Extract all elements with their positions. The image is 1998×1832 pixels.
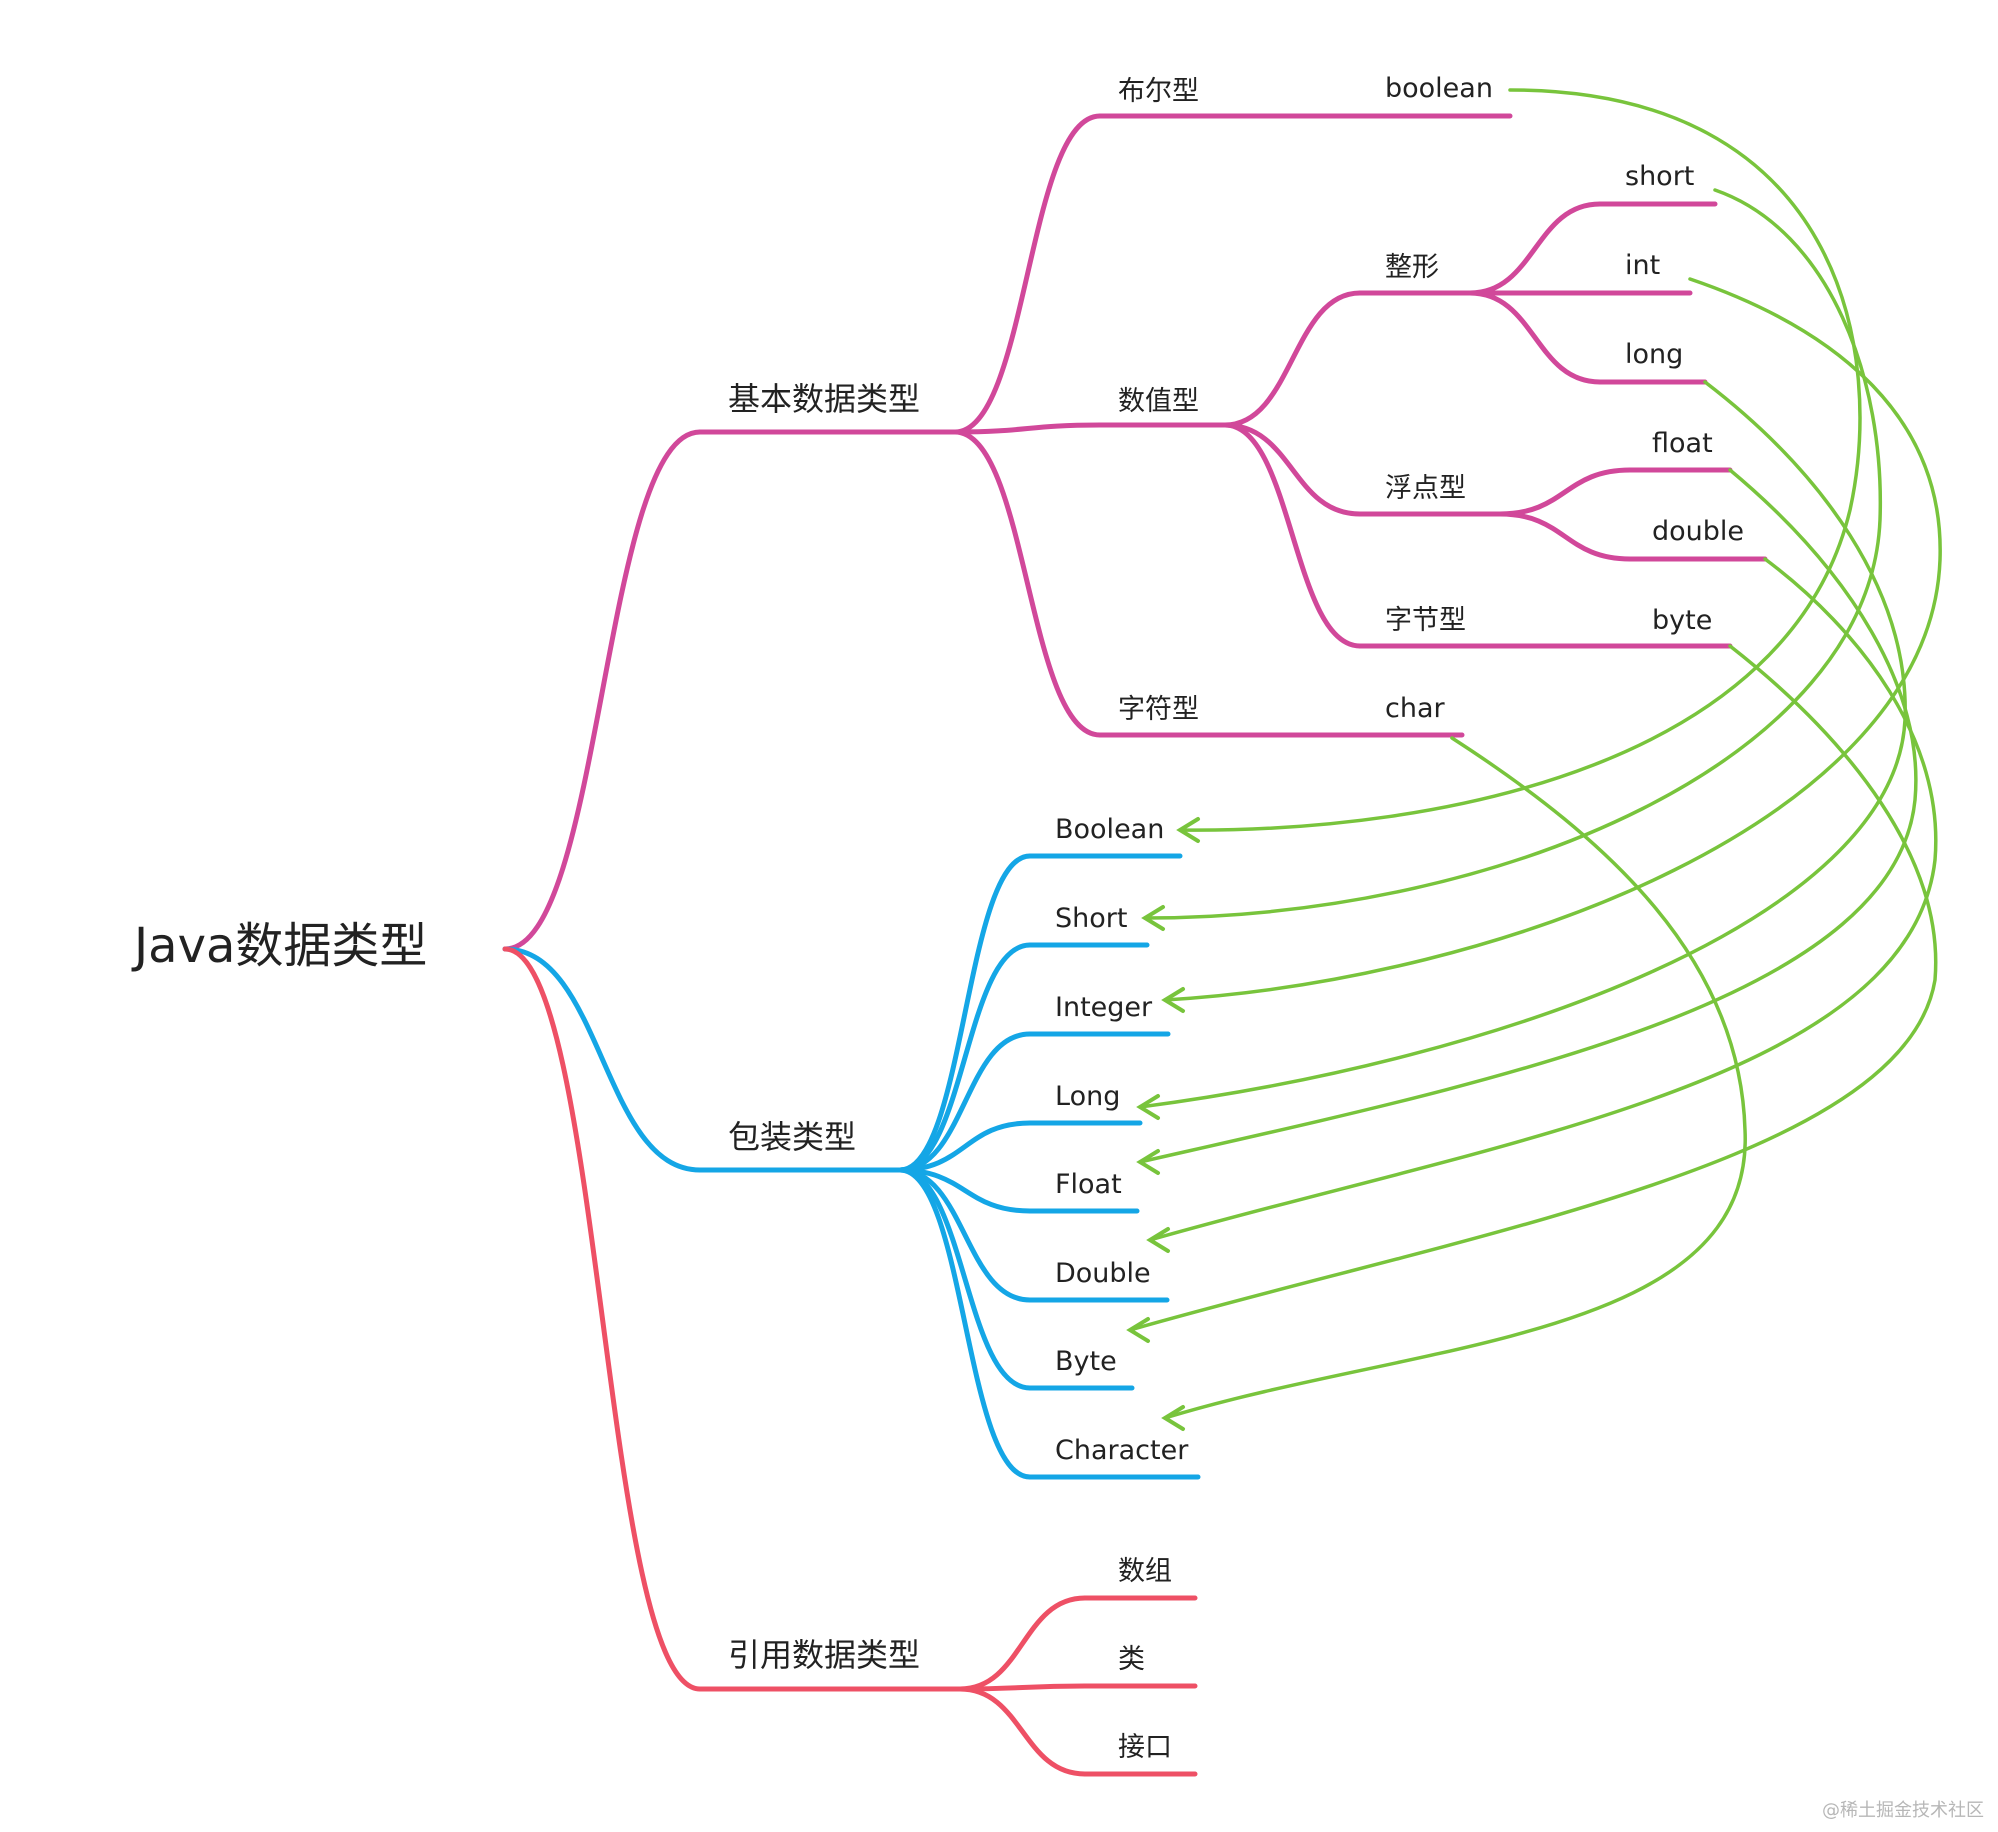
- edge-wrapper-byte: [897, 1167, 1033, 1391]
- edge-float-float: [1497, 467, 1633, 517]
- arrow-head-long: [1136, 1094, 1160, 1120]
- arrow-head-short: [1141, 905, 1165, 931]
- wrapper-types-label: 包装类型: [728, 1118, 856, 1156]
- wrapper-boolean: Boolean: [1055, 814, 1164, 845]
- arrow-to-short: [1143, 188, 1883, 920]
- wrapper-long: Long: [1055, 1081, 1120, 1112]
- edge-reference-interface: [957, 1686, 1088, 1777]
- edge-wrapper-short: [897, 942, 1033, 1173]
- arrow-head-double: [1146, 1227, 1170, 1253]
- type-long: long: [1625, 339, 1683, 370]
- edge-integer-long: [1467, 290, 1603, 385]
- edge-wrapper-long: [897, 1120, 1033, 1173]
- root-label: Java数据类型: [131, 918, 427, 974]
- arrow-head-boolean: [1176, 817, 1200, 843]
- category-char-label: 字符型: [1118, 694, 1199, 725]
- reference-types-label: 引用数据类型: [728, 1636, 920, 1674]
- type-short: short: [1625, 161, 1694, 192]
- arrow-to-long: [1138, 380, 1907, 1109]
- wrapper-float: Float: [1055, 1169, 1122, 1200]
- arrow-head-integer: [1161, 987, 1185, 1013]
- reference-class: 类: [1118, 1644, 1145, 1675]
- node-underlines: [697, 113, 1768, 1777]
- arrow-to-float: [1138, 468, 1918, 1164]
- arrow-head-float: [1136, 1149, 1160, 1175]
- edge-root-reference: [502, 946, 703, 1692]
- wrapper-short: Short: [1055, 903, 1127, 934]
- arrow-to-character: [1163, 736, 1747, 1420]
- tree-edges: [502, 113, 1633, 1777]
- reference-array: 数组: [1118, 1556, 1172, 1587]
- edge-primitive-char: [952, 429, 1103, 738]
- edge-numeric-integer: [1222, 290, 1363, 428]
- reference-interface: 接口: [1118, 1732, 1172, 1763]
- subcategory-integer-label: 整形: [1385, 252, 1439, 283]
- type-float: float: [1652, 428, 1713, 459]
- arrow-to-integer: [1163, 277, 1942, 1002]
- arrow-head-character: [1161, 1405, 1185, 1431]
- type-boolean: boolean: [1385, 73, 1493, 104]
- edge-numeric-float: [1222, 422, 1363, 517]
- subcategory-byte-label: 字节型: [1385, 605, 1466, 636]
- node-labels: Java数据类型 基本数据类型 包装类型 引用数据类型 布尔型 数值型 字符型 …: [131, 73, 1744, 1763]
- wrapper-integer: Integer: [1055, 992, 1153, 1023]
- edge-wrapper-boolean: [897, 853, 1033, 1173]
- arrow-to-boolean: [1178, 88, 1862, 832]
- primitive-types-label: 基本数据类型: [728, 380, 920, 418]
- type-int: int: [1625, 250, 1660, 281]
- edge-float-double: [1497, 511, 1633, 562]
- edge-reference-class: [957, 1683, 1088, 1692]
- edge-integer-short: [1467, 201, 1603, 296]
- arrow-head-byte: [1126, 1317, 1150, 1343]
- edge-wrapper-integer: [897, 1031, 1033, 1173]
- wrapper-byte: Byte: [1055, 1346, 1117, 1377]
- edge-reference-array: [957, 1595, 1088, 1692]
- wrapper-double: Double: [1055, 1258, 1151, 1289]
- edge-primitive-boolean: [952, 113, 1103, 435]
- edge-numeric-byte: [1222, 422, 1363, 649]
- edge-primitive-numeric: [952, 422, 1103, 435]
- mapping-arrows: [1126, 88, 1942, 1431]
- type-double: double: [1652, 516, 1744, 547]
- type-char: char: [1385, 693, 1446, 724]
- watermark: @稀土掘金技术社区: [1822, 1800, 1984, 1821]
- edge-root-wrapper: [502, 946, 703, 1173]
- edge-root-primitive: [502, 429, 703, 952]
- arrow-to-double: [1148, 557, 1938, 1242]
- wrapper-character: Character: [1055, 1435, 1189, 1466]
- subcategory-float-label: 浮点型: [1385, 473, 1466, 504]
- type-byte: byte: [1652, 605, 1712, 636]
- arrow-to-byte: [1128, 644, 1938, 1332]
- category-boolean-label: 布尔型: [1118, 76, 1199, 107]
- edge-wrapper-float: [897, 1167, 1033, 1214]
- category-numeric-label: 数值型: [1118, 386, 1199, 417]
- edge-wrapper-character: [897, 1167, 1033, 1480]
- edge-wrapper-double: [897, 1167, 1033, 1303]
